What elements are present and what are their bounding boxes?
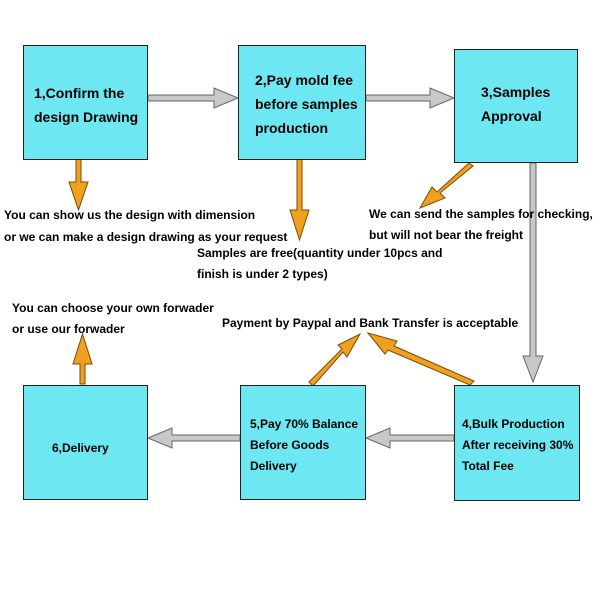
arrow-samples-note bbox=[418, 162, 474, 209]
arrow-bulk-to-balance bbox=[364, 427, 455, 449]
note-payment: Payment by Paypal and Bank Transfer is a… bbox=[222, 316, 519, 330]
step-bulk-label: 4,Bulk Production After receiving 30% To… bbox=[462, 417, 574, 473]
note-samples-free-line1: Samples are free(quantity under 10pcs an… bbox=[197, 246, 443, 260]
step-delivery-label: 6,Delivery bbox=[52, 441, 109, 455]
note-forwarder-line1: You can choose your own forwader bbox=[12, 301, 214, 315]
step-samples-box: 3,Samples Approval bbox=[454, 49, 578, 163]
step-samples-label: 3,Samples Approval bbox=[481, 84, 551, 124]
arrow-bulk-payment bbox=[366, 332, 475, 386]
step-pay-mold-box: 2,Pay mold fee before samples production bbox=[238, 45, 366, 160]
arrow-balance-payment bbox=[308, 332, 362, 387]
arrow-delivery-note bbox=[72, 332, 93, 385]
gray-arrows bbox=[146, 87, 544, 449]
note-design-line2: or we can make a design drawing as your … bbox=[4, 230, 288, 244]
note-checking-line2: but will not bear the freight bbox=[369, 228, 523, 242]
note-forwarder-line2: or use our forwader bbox=[12, 322, 125, 336]
arrow-pay-note bbox=[289, 146, 310, 242]
step-confirm-box: 1,Confirm the design Drawing bbox=[23, 45, 148, 160]
note-checking-line1: We can send the samples for checking, bbox=[369, 207, 593, 221]
arrow-pay-to-samples bbox=[365, 87, 456, 109]
arrow-balance-to-delivery bbox=[146, 427, 241, 449]
arrow-samples-to-bulk bbox=[522, 162, 544, 384]
note-samples-free-line2: finish is under 2 types) bbox=[197, 267, 328, 281]
step-balance-box: 5,Pay 70% Balance Before Goods Delivery bbox=[240, 385, 366, 500]
note-design-line1: You can show us the design with dimensio… bbox=[4, 208, 256, 222]
step-balance-label: 5,Pay 70% Balance Before Goods Delivery bbox=[250, 417, 359, 473]
step-bulk-box: 4,Bulk Production After receiving 30% To… bbox=[454, 385, 580, 501]
step-delivery-box: 6,Delivery bbox=[23, 385, 148, 500]
step-confirm-label: 1,Confirm the design Drawing bbox=[34, 85, 139, 125]
step-pay-mold-label: 2,Pay mold fee before samples production bbox=[255, 72, 358, 136]
arrow-confirm-to-pay bbox=[147, 87, 240, 109]
